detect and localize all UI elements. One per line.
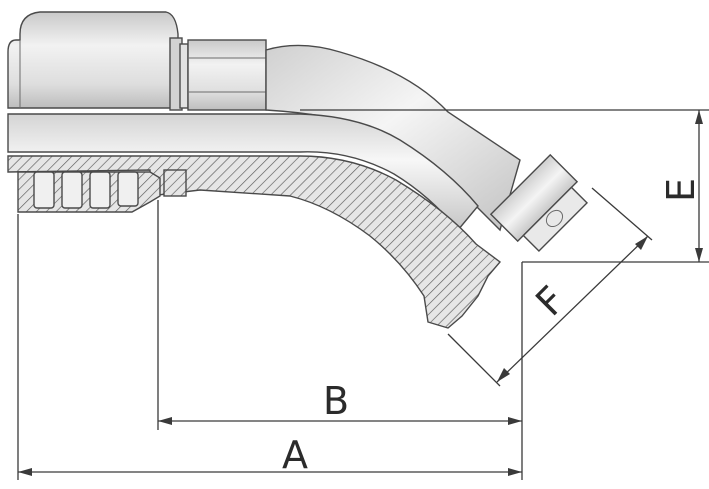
flange-head xyxy=(489,153,589,253)
inner-tube xyxy=(7,113,479,232)
dimension-b-label: B xyxy=(323,379,349,423)
dimension-e-label: E xyxy=(659,178,703,202)
dimension-a-label: A xyxy=(282,433,308,477)
hex-nut xyxy=(187,39,267,111)
hose-tooth xyxy=(117,171,139,207)
dimension-f xyxy=(447,187,653,387)
nut-section xyxy=(163,169,187,197)
section-hatched-wall xyxy=(7,155,502,329)
dimension-f-label: F xyxy=(527,278,574,325)
nut-ring xyxy=(179,43,189,109)
ferrule-body xyxy=(7,11,179,109)
dimension-e xyxy=(300,109,709,263)
hose-tooth xyxy=(61,171,83,209)
hose-tooth xyxy=(89,171,111,209)
dimension-b xyxy=(158,417,522,425)
hose-tooth xyxy=(33,171,55,209)
dimension-a xyxy=(18,468,522,476)
